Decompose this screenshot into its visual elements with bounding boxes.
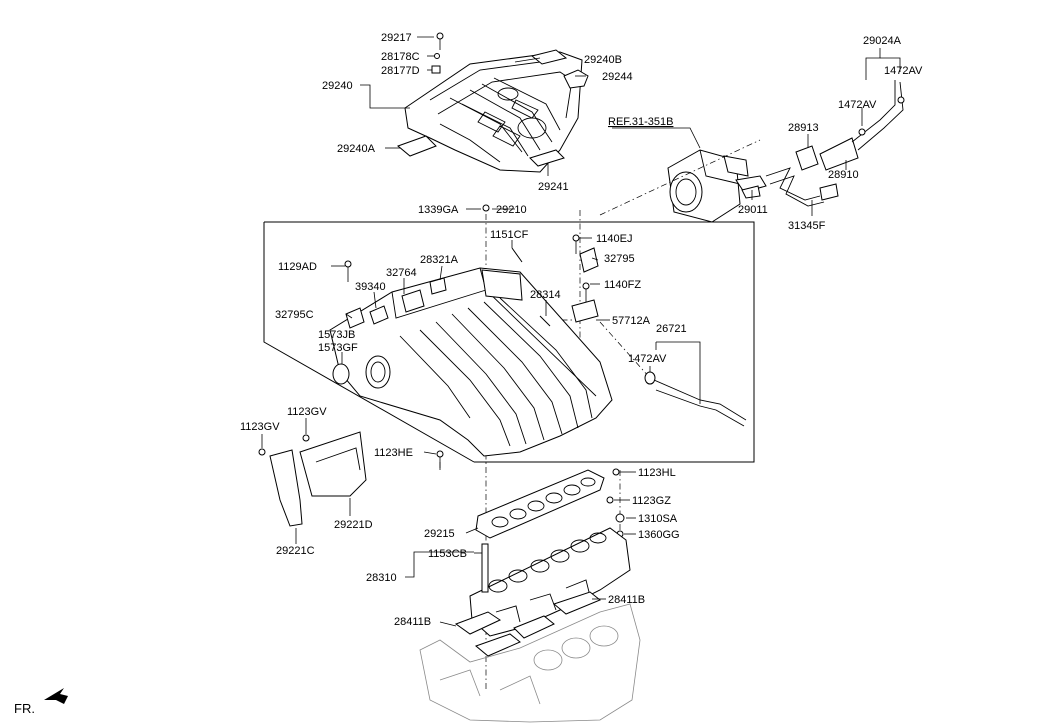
nut-1310SA-drawing: [615, 513, 625, 523]
gasket-29215-drawing: [475, 469, 605, 539]
label-29240A: 29240A: [337, 143, 376, 155]
label-1140FZ: 1140FZ: [604, 279, 641, 291]
label-32795: 32795: [604, 253, 635, 265]
part-labels: 29217 28178C 28177D 29240 29240B 29244 2…: [14, 32, 923, 716]
bracket-32795C-drawing: [345, 307, 365, 329]
bracket-29221C-drawing: [269, 449, 303, 527]
sensor-39340-drawing: [369, 305, 389, 325]
bolt-1123GV-drawing: [302, 434, 310, 442]
bracket-29241-drawing: [529, 149, 565, 167]
label-29221D: 29221D: [334, 519, 373, 531]
hose-26721-drawing: [653, 379, 747, 421]
label-28913: 28913: [788, 122, 819, 134]
label-1123HL: 1123HL: [638, 467, 676, 479]
engine-cover-drawing: [404, 51, 583, 173]
label-1339GA: 1339GA: [418, 204, 459, 216]
label-28411B-right: 28411B: [608, 594, 645, 606]
hose-29024A-drawing: [851, 80, 896, 143]
throttle-body-drawing: [667, 149, 767, 223]
clamp-1472AV-drawing: [644, 371, 656, 385]
label-28411B-left: 28411B: [394, 616, 431, 628]
surge-tank-drawing: [329, 267, 613, 457]
shield-29221D-drawing: [299, 431, 367, 497]
label-26721: 26721: [656, 323, 687, 335]
engine-block-drawing: [419, 603, 641, 723]
bolt-1151CF-drawing: [511, 247, 523, 263]
valve-28913-drawing: [795, 145, 819, 171]
label-29244: 29244: [602, 71, 633, 83]
hose-31345F-drawing: [765, 167, 821, 201]
label-1573GF: 1573GF: [318, 342, 358, 354]
label-1123GZ: 1123GZ: [632, 495, 671, 507]
label-1153CB: 1153CB: [428, 548, 467, 560]
label-29024A: 29024A: [863, 35, 902, 47]
stud-1153CB-drawing: [481, 543, 489, 593]
bolt-1123GZ-drawing: [606, 496, 614, 504]
label-1472AV-upper-left: 1472AV: [838, 99, 877, 111]
label-32795C: 32795C: [275, 309, 314, 321]
bolt-1129AD-drawing: [344, 260, 352, 268]
label-28314: 28314: [530, 289, 561, 301]
label-39340: 39340: [355, 281, 386, 293]
label-reference: REF.31-351B: [608, 116, 673, 128]
label-29217: 29217: [381, 32, 412, 44]
pad-29240B-drawing: [530, 49, 568, 65]
sensor-28321A-drawing: [429, 277, 447, 295]
label-29210: 29210: [496, 204, 527, 216]
bracket-32764-drawing: [401, 289, 425, 313]
label-28310: 28310: [366, 572, 397, 584]
label-32764: 32764: [386, 267, 417, 279]
gasket-1573GF-drawing: [332, 363, 350, 385]
label-28178C: 28178C: [381, 51, 420, 63]
label-1123GV-left: 1123GV: [240, 421, 280, 433]
bolt-1123HL-drawing: [612, 468, 620, 476]
label-28910: 28910: [828, 169, 859, 181]
label-front-direction: FR.: [14, 701, 35, 716]
label-28177D: 28177D: [381, 65, 420, 77]
bracket-57712A-drawing: [571, 299, 599, 323]
bolt-1140FZ-drawing: [582, 282, 590, 290]
label-1140EJ: 1140EJ: [596, 233, 633, 245]
label-57712A: 57712A: [612, 315, 651, 327]
label-31345F: 31345F: [788, 220, 826, 232]
bolt-1123HE-drawing: [436, 450, 444, 458]
assembly-frame: [264, 221, 755, 463]
label-1129AD: 1129AD: [278, 261, 317, 273]
label-1472AV-hose: 1472AV: [628, 353, 667, 365]
bolt-1339GA-drawing: [482, 204, 490, 212]
solenoid-28910-drawing: [819, 137, 859, 171]
label-1573JB: 1573JB: [318, 329, 355, 341]
front-arrow-icon: [44, 688, 68, 704]
label-28321A: 28321A: [420, 254, 459, 266]
bolt-29217-drawing: [436, 32, 444, 40]
label-29221C: 29221C: [276, 545, 315, 557]
label-29240: 29240: [322, 80, 353, 92]
label-29241: 29241: [538, 181, 569, 193]
leader-lines: [261, 36, 901, 627]
label-29011: 29011: [738, 204, 768, 216]
clip-29244-drawing: [563, 69, 589, 89]
label-1472AV-upper-right: 1472AV: [884, 65, 923, 77]
bracket-32795-drawing: [579, 247, 599, 273]
label-1310SA: 1310SA: [638, 513, 678, 525]
grommet-28177D-drawing: [431, 65, 441, 74]
label-1123HE: 1123HE: [374, 447, 413, 459]
bolt-1140EJ-drawing: [572, 234, 580, 242]
label-29215: 29215: [424, 528, 455, 540]
gasket-28411B-drawing: [454, 611, 502, 635]
washer-28178C-drawing: [434, 53, 440, 59]
pad-29240A-drawing: [397, 135, 437, 157]
label-1123GV-right: 1123GV: [287, 406, 327, 418]
stud-28314-drawing: [539, 315, 551, 327]
label-1360GG: 1360GG: [638, 529, 680, 541]
label-1151CF: 1151CF: [490, 229, 529, 241]
label-29240B: 29240B: [584, 54, 622, 66]
